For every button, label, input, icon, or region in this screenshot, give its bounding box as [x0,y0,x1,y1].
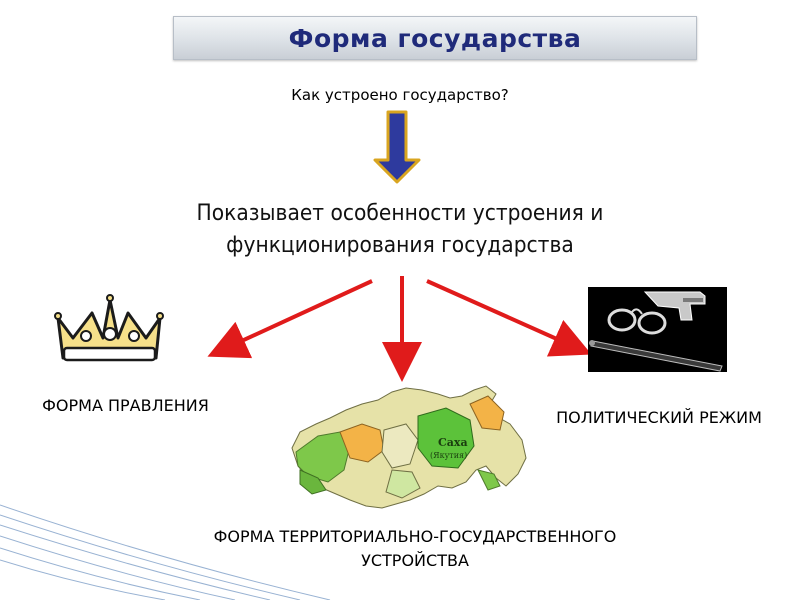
map-label-yakutia: (Якутия) [430,451,467,460]
crown-icon [54,294,164,362]
territorial-structure-label: ФОРМА ТЕРРИТОРИАЛЬНО-ГОСУДАРСТВЕННОГО УС… [150,525,680,573]
explanation-line-1: Показывает особенности устроения и [196,201,604,226]
question-text: Как устроено государство? [291,86,509,104]
down-arrow [373,110,421,184]
title-banner: Форма государства [173,16,697,60]
territorial-structure-line-1: ФОРМА ТЕРРИТОРИАЛЬНО-ГОСУДАРСТВЕННОГО [213,527,617,546]
russia-map-image: Саха (Якутия) [291,385,527,509]
arrow-to-regime [426,279,592,357]
map-label-sakha: Саха [438,436,468,449]
explanation-line-2: функционирования государства [226,233,574,258]
handcuffs-pistol-icon [588,287,727,372]
political-regime-label: ПОЛИТИЧЕСКИЙ РЕЖИМ [556,408,762,427]
arrow-to-government [207,279,373,359]
slide-title: Форма государства [288,23,582,53]
explanation-text: Показывает особенности устроения и функц… [142,198,657,262]
government-form-label: ФОРМА ПРАВЛЕНИЯ [42,396,209,415]
territorial-structure-line-2: УСТРОЙСТВА [361,551,469,570]
decorative-corner-lines [0,504,331,600]
